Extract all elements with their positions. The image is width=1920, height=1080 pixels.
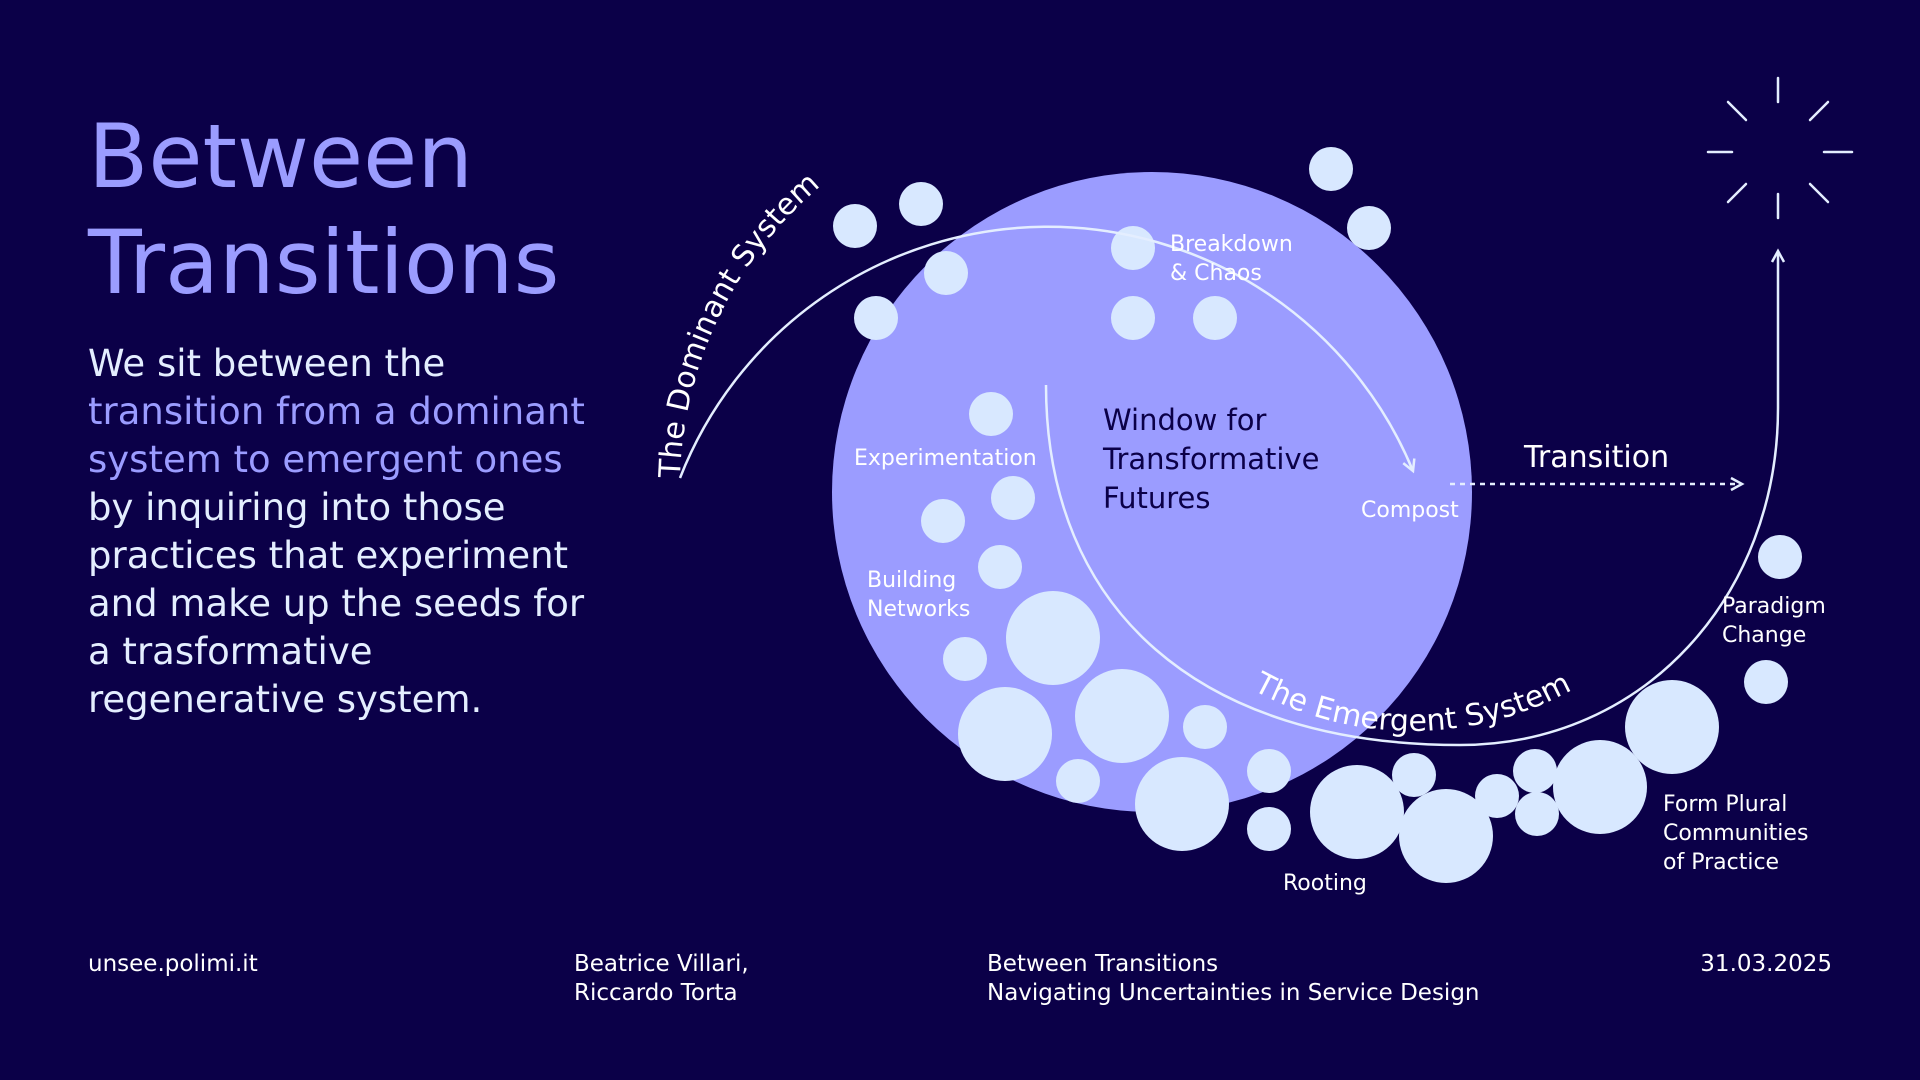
bubble xyxy=(1399,789,1493,883)
footer-authors: Beatrice Villari, Riccardo Torta xyxy=(574,950,749,1008)
bubble xyxy=(1513,749,1557,793)
bubble xyxy=(1135,757,1229,851)
bubble xyxy=(1075,669,1169,763)
bubble xyxy=(969,392,1013,436)
event-line-2: Navigating Uncertainties in Service Desi… xyxy=(987,980,1480,1006)
bubble xyxy=(854,296,898,340)
building-networks-label: Building Networks xyxy=(867,568,970,622)
bubble xyxy=(1625,680,1719,774)
bubble xyxy=(899,182,943,226)
footer-event: Between Transitions Navigating Uncertain… xyxy=(987,950,1480,1008)
bubble xyxy=(991,476,1035,520)
bubble xyxy=(1475,774,1519,818)
authors-line-2: Riccardo Torta xyxy=(574,980,738,1006)
bubble-cluster xyxy=(833,147,1802,883)
bubble xyxy=(921,499,965,543)
bubble xyxy=(1193,296,1237,340)
bubble xyxy=(1347,206,1391,250)
slide-title: Between Transitions xyxy=(88,104,559,316)
bubble xyxy=(1056,759,1100,803)
body-paragraph: We sit between the transition from a dom… xyxy=(88,340,608,724)
paradigm-change-label: Paradigm Change xyxy=(1722,594,1833,648)
breakdown-label: Breakdown & Chaos xyxy=(1170,232,1300,286)
bubble xyxy=(943,637,987,681)
bubble xyxy=(978,545,1022,589)
title-line-2: Transitions xyxy=(88,211,560,314)
bubble xyxy=(1553,740,1647,834)
body-part-1: We sit between the xyxy=(88,342,446,385)
footer-date: 31.03.2025 xyxy=(1700,951,1832,977)
center-label: Window for Transformative Futures xyxy=(1102,403,1329,515)
title-line-1: Between xyxy=(88,105,474,208)
emergent-system-curve xyxy=(1044,248,1786,747)
bubble xyxy=(924,251,968,295)
dominant-system-label: The Dominant System xyxy=(653,166,826,480)
bubble xyxy=(1515,792,1559,836)
bubble xyxy=(1744,660,1788,704)
stage-labels: Breakdown & Chaos Experimentation Buildi… xyxy=(854,232,1833,896)
bubble xyxy=(1310,765,1404,859)
bubble xyxy=(833,204,877,248)
event-line-1: Between Transitions xyxy=(987,951,1219,977)
authors-line-1: Beatrice Villari, xyxy=(574,951,749,977)
rooting-label: Rooting xyxy=(1283,871,1367,896)
bubble xyxy=(1111,226,1155,270)
bubble xyxy=(1392,753,1436,797)
body-highlight: transition from a dominant system to eme… xyxy=(88,390,585,481)
bubble xyxy=(1247,807,1291,851)
dominant-system-arc xyxy=(678,225,1416,479)
footer-url[interactable]: unsee.polimi.it xyxy=(88,951,258,977)
bubble xyxy=(958,687,1052,781)
bubble xyxy=(1309,147,1353,191)
bubble xyxy=(1111,296,1155,340)
window-circle xyxy=(832,172,1472,812)
compost-label: Compost xyxy=(1361,498,1459,523)
transition-label: Transition xyxy=(1523,440,1669,475)
bubble xyxy=(1758,535,1802,579)
experimentation-label: Experimentation xyxy=(854,446,1037,471)
body-part-2: by inquiring into those practices that e… xyxy=(88,486,585,721)
bubble xyxy=(1006,591,1100,685)
bubble xyxy=(1247,749,1291,793)
bubble xyxy=(1183,705,1227,749)
starburst-icon xyxy=(1706,76,1854,220)
form-plural-label: Form Plural Communities of Practice xyxy=(1663,792,1815,875)
flow-lines xyxy=(678,225,1786,747)
